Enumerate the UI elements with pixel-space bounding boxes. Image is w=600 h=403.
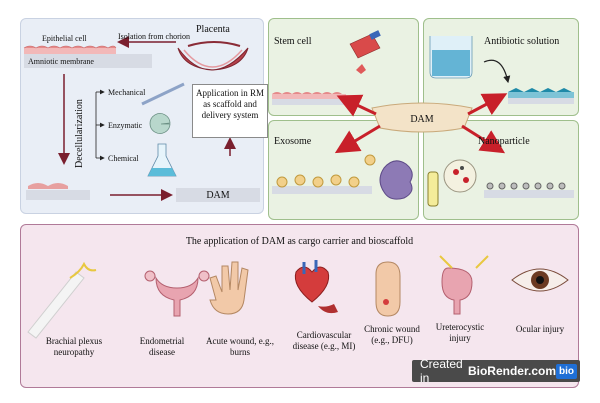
decellularized-membrane	[26, 183, 90, 200]
epithelial-layer	[23, 45, 152, 68]
isolation-label: Isolation from chorion	[118, 32, 190, 41]
enzymatic-label: Enzymatic	[108, 121, 143, 130]
exosome-illustration	[272, 154, 413, 200]
antibiotic-label: Antibiotic solution	[484, 36, 560, 47]
eye-icon	[511, 268, 569, 292]
enzyme-icon	[149, 113, 171, 134]
amniotic-membrane-label: Amniotic membrane	[28, 57, 94, 66]
dam-label: DAM	[206, 190, 230, 201]
biorender-logo-icon: bio	[556, 363, 577, 379]
biorender-badge: Created in BioRender.com bio	[412, 357, 580, 385]
placenta-label: Placenta	[196, 24, 230, 35]
burned-hand-icon	[209, 261, 249, 315]
bladder-icon	[439, 255, 489, 315]
nanoparticle-label: Nanoparticle	[478, 136, 530, 147]
mechanical-label: Mechanical	[108, 88, 146, 97]
badge-brand: BioRender.com	[467, 364, 556, 378]
chemical-label: Chemical	[108, 154, 139, 163]
badge-created-in: Created in	[420, 357, 463, 385]
application-acute-wound: Acute wound, e.g., burns	[206, 336, 274, 357]
center-dam-shape	[371, 102, 473, 133]
placenta-illustration	[177, 41, 249, 71]
uterus-icon	[144, 270, 210, 317]
epithelial-cell-label: Epithelial cell	[42, 34, 87, 43]
center-dam-label: DAM	[410, 114, 434, 125]
application-ocular: Ocular injury	[515, 324, 565, 334]
stem-cell-illustration	[272, 30, 381, 105]
antibiotic-illustration	[429, 36, 574, 104]
heart-icon	[294, 260, 338, 314]
exosome-label: Exosome	[274, 136, 312, 147]
brachial-plexus-icon	[27, 261, 97, 339]
application-brachial: Brachial plexus neuropathy	[45, 336, 103, 357]
nanoparticle-illustration	[427, 159, 574, 207]
application-ureterocystic: Ureterocystic injury	[435, 322, 485, 343]
applications-title: The application of DAM as cargo carrier …	[185, 236, 414, 247]
application-cardiovascular: Cardiovascular disease (e.g., MI)	[292, 330, 356, 351]
foot-icon	[375, 261, 401, 317]
flask-icon	[147, 143, 177, 177]
application-chronic-wound: Chronic wound (e.g., DFU)	[364, 324, 420, 345]
scalpel-icon	[141, 82, 185, 106]
stem-cell-label: Stem cell	[274, 36, 312, 47]
decellularization-label: Decellularization	[74, 99, 85, 168]
application-endometrial: Endometrial disease	[139, 336, 185, 357]
application-box: Application in RM as scaffold and delive…	[192, 84, 268, 138]
